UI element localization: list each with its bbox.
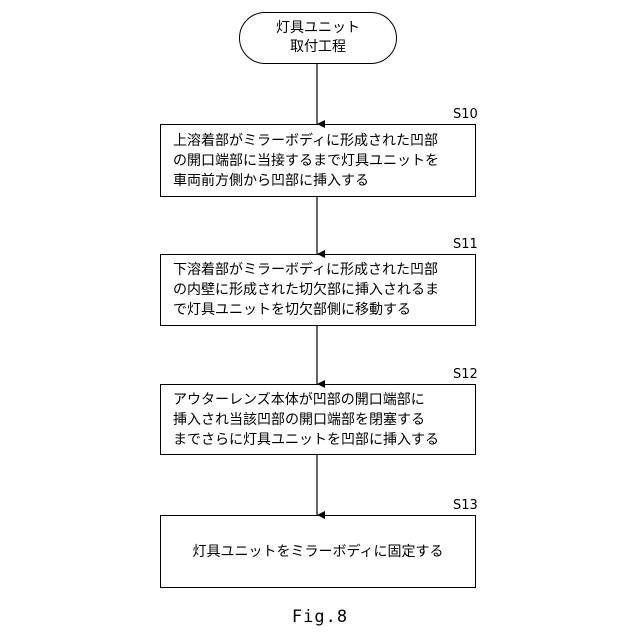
step-s10-line-1: 上溶着部がミラーボディに形成された凹部: [173, 131, 475, 151]
step-s10-line-2: の開口端部に当接するまで灯具ユニットを: [173, 151, 475, 171]
step-s12-line-1: アウターレンズ本体が凹部の開口端部に: [173, 390, 475, 410]
step-s12-line-3: までさらに灯具ユニットを凹部に挿入する: [173, 430, 475, 450]
start-title-line-2: 取付工程: [290, 38, 346, 57]
step-label-s11: S11: [453, 238, 478, 252]
step-s12-line-2: 挿入され当該凹部の開口端部を閉塞する: [173, 410, 475, 430]
step-s10-line-3: 車両前方側から凹部に挿入する: [173, 171, 475, 191]
process-box-s12: アウターレンズ本体が凹部の開口端部に 挿入され当該凹部の開口端部を閉塞する まで…: [160, 384, 476, 455]
start-title-line-1: 灯具ユニット: [276, 19, 360, 38]
step-label-s10: S10: [453, 108, 478, 122]
step-label-s13: S13: [453, 499, 478, 513]
step-label-s12: S12: [453, 368, 478, 382]
step-s11-line-3: で灯具ユニットを切欠部側に移動する: [173, 300, 475, 320]
step-s11-line-1: 下溶着部がミラーボディに形成された凹部: [173, 260, 475, 280]
process-box-s13: 灯具ユニットをミラーボディに固定する: [160, 515, 476, 588]
start-terminal: 灯具ユニット 取付工程: [239, 12, 397, 64]
process-box-s11: 下溶着部がミラーボディに形成された凹部 の内壁に形成された切欠部に挿入されるま …: [160, 254, 476, 326]
process-box-s10: 上溶着部がミラーボディに形成された凹部 の開口端部に当接するまで灯具ユニットを …: [160, 124, 476, 197]
step-s13-line-1: 灯具ユニットをミラーボディに固定する: [192, 542, 443, 562]
figure-caption: Fig.8: [0, 607, 640, 627]
step-s11-line-2: の内壁に形成された切欠部に挿入されるま: [173, 280, 475, 300]
